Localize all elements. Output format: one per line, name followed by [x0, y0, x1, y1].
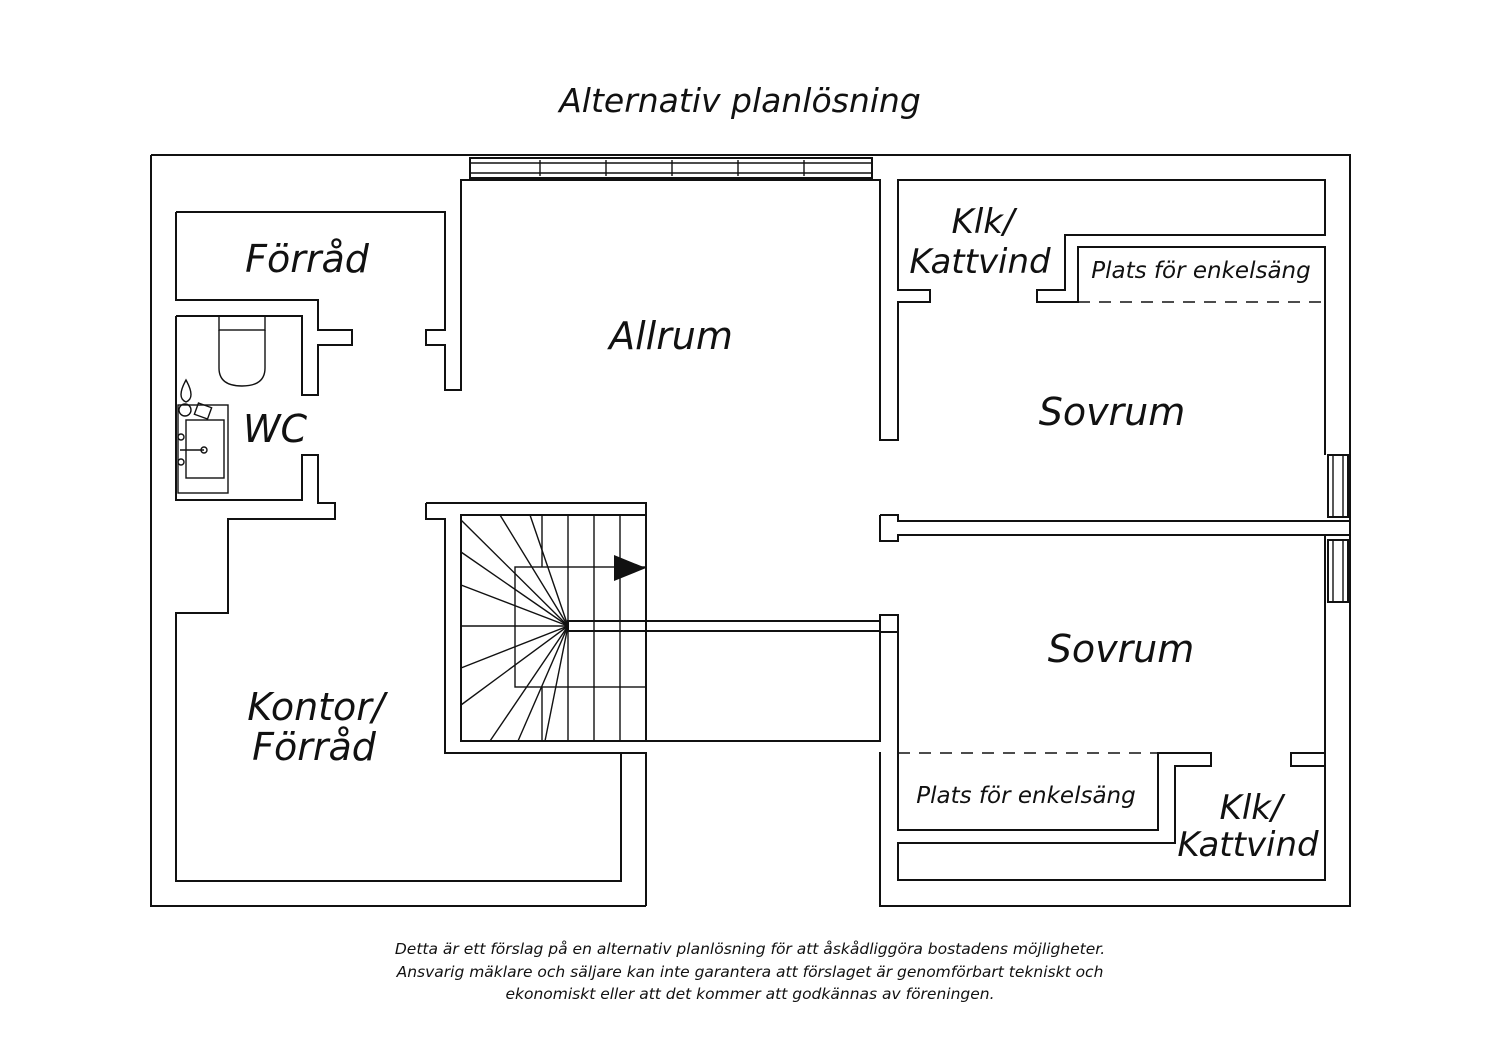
- bed-space-label-bottom: Plats för enkelsäng: [916, 783, 1135, 809]
- room-label-klk-bottom-line1: Klk/: [1220, 788, 1286, 828]
- room-label-wc: WC: [243, 407, 308, 451]
- room-label-klk-top-line1: Klk/: [952, 202, 1018, 242]
- staircase: [460, 514, 647, 742]
- stair-walls: [425, 502, 899, 754]
- right-window-bottom: [1327, 539, 1349, 603]
- room-label-allrum: Allrum: [606, 314, 733, 358]
- room-label-kontor-line2: Förråd: [252, 725, 377, 769]
- disclaimer-line-1: Detta är ett förslag på en alternativ pl…: [394, 940, 1106, 958]
- room-label-sovrum-top: Sovrum: [1039, 390, 1186, 434]
- stair-arrow-icon: [614, 555, 646, 581]
- outer-walls: [150, 154, 1351, 907]
- room-label-forrad: Förråd: [245, 237, 370, 281]
- disclaimer-line-3: ekonomiskt eller att det kommer att godk…: [505, 985, 995, 1003]
- room-label-kontor-line1: Kontor/: [247, 685, 389, 729]
- bed-space-label-top: Plats för enkelsäng: [1091, 258, 1310, 284]
- right-window-top: [1327, 454, 1349, 518]
- room-label-sovrum-bottom: Sovrum: [1048, 627, 1195, 671]
- forrad-walls: [175, 179, 1326, 455]
- bedroom-walls: [879, 514, 1350, 881]
- plant-icon: [178, 378, 213, 420]
- toilet-icon: [218, 315, 266, 387]
- top-window-railing: [469, 157, 873, 179]
- sink-icon: [177, 404, 229, 494]
- disclaimer-text: Detta är ett förslag på en alternativ pl…: [250, 938, 1250, 1006]
- plan-title: Alternativ planlösning: [557, 81, 921, 120]
- disclaimer-line-2: Ansvarig mäklare och säljare kan inte ga…: [396, 962, 1104, 981]
- room-label-klk-bottom-line2: Kattvind: [1177, 825, 1319, 865]
- room-label-klk-top-line2: Kattvind: [909, 242, 1051, 282]
- wc-walls: [175, 316, 647, 906]
